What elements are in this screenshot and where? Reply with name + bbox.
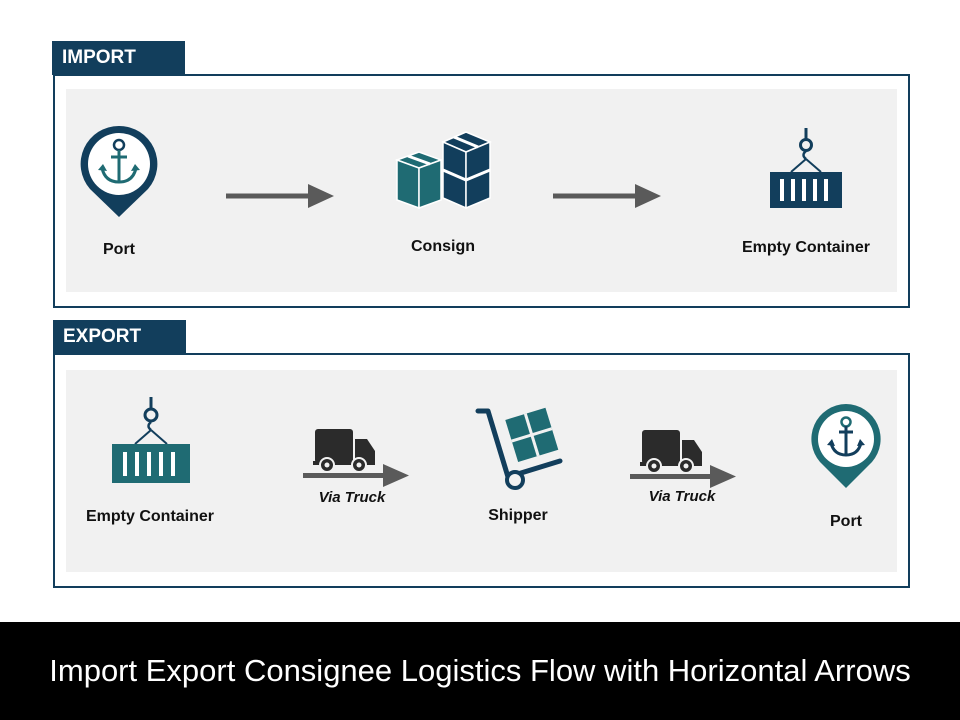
export-step-empty-container-label: Empty Container	[85, 508, 215, 525]
hook-container-icon	[112, 397, 190, 483]
export-step-port-label: Port	[830, 513, 862, 530]
hook-container-icon	[770, 128, 842, 208]
export-title: EXPORT	[63, 326, 142, 347]
truck-icon	[303, 429, 409, 487]
footer-banner: Import Export Consignee Logistics Flow w…	[0, 622, 960, 720]
export-panel-background	[66, 370, 897, 572]
export-connector-2-label: Via Truck	[648, 488, 716, 505]
import-title: IMPORT	[62, 47, 136, 68]
boxes-icon	[395, 131, 492, 210]
map-pin-anchor-icon	[80, 125, 158, 217]
export-tab: EXPORT	[53, 320, 186, 354]
truck-icon	[630, 430, 736, 488]
import-step-consign-label: Consign	[411, 238, 475, 255]
arrow-right-icon	[553, 184, 661, 208]
import-step-empty-container-label: Empty Container	[741, 239, 871, 256]
arrow-right-icon	[226, 184, 334, 208]
hand-truck-icon	[475, 407, 563, 490]
map-pin-anchor-icon	[811, 404, 881, 488]
import-tab: IMPORT	[52, 41, 185, 75]
import-step-port-label: Port	[103, 241, 135, 258]
export-connector-1-label: Via Truck	[318, 489, 386, 506]
export-step-shipper-label: Shipper	[488, 507, 548, 524]
footer-title: Import Export Consignee Logistics Flow w…	[49, 653, 911, 688]
